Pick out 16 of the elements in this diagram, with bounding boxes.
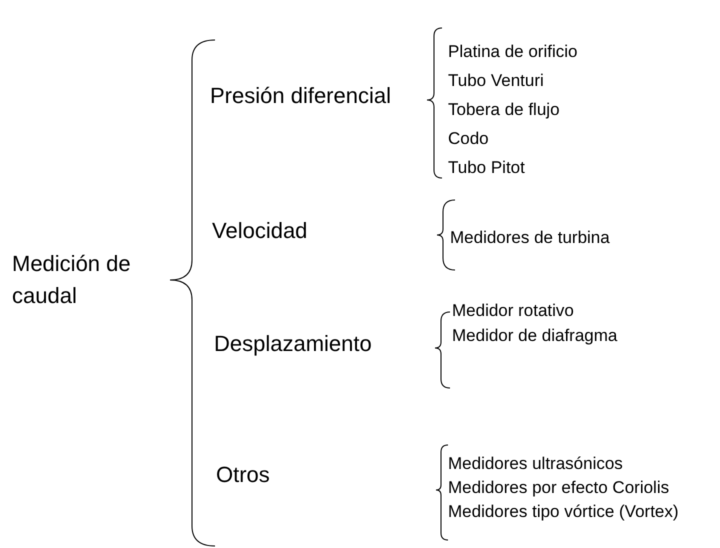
- category-label: Desplazamiento: [214, 331, 372, 358]
- item-label: Tubo Venturi: [448, 71, 544, 92]
- item-label: Medidores de turbina: [450, 228, 610, 248]
- item-label: Codo: [448, 129, 489, 150]
- item-label: Tobera de flujo: [448, 100, 560, 120]
- item-label: Medidor rotativo: [452, 301, 574, 322]
- item-label: Tubo Pitot: [448, 158, 525, 178]
- category-label: Presión diferencial: [210, 83, 391, 110]
- item-label: Platina de orificio: [448, 42, 578, 62]
- root-label: Medición de caudal: [12, 250, 132, 310]
- item-label: Medidor de diafragma: [452, 326, 618, 346]
- category-label: Velocidad: [212, 218, 308, 244]
- category-label: Otros: [216, 462, 270, 488]
- item-label: Medidores tipo vórtice (Vortex): [448, 502, 679, 522]
- item-label: Medidores ultrasónicos: [448, 454, 623, 474]
- item-label: Medidores por efecto Coriolis: [448, 478, 670, 498]
